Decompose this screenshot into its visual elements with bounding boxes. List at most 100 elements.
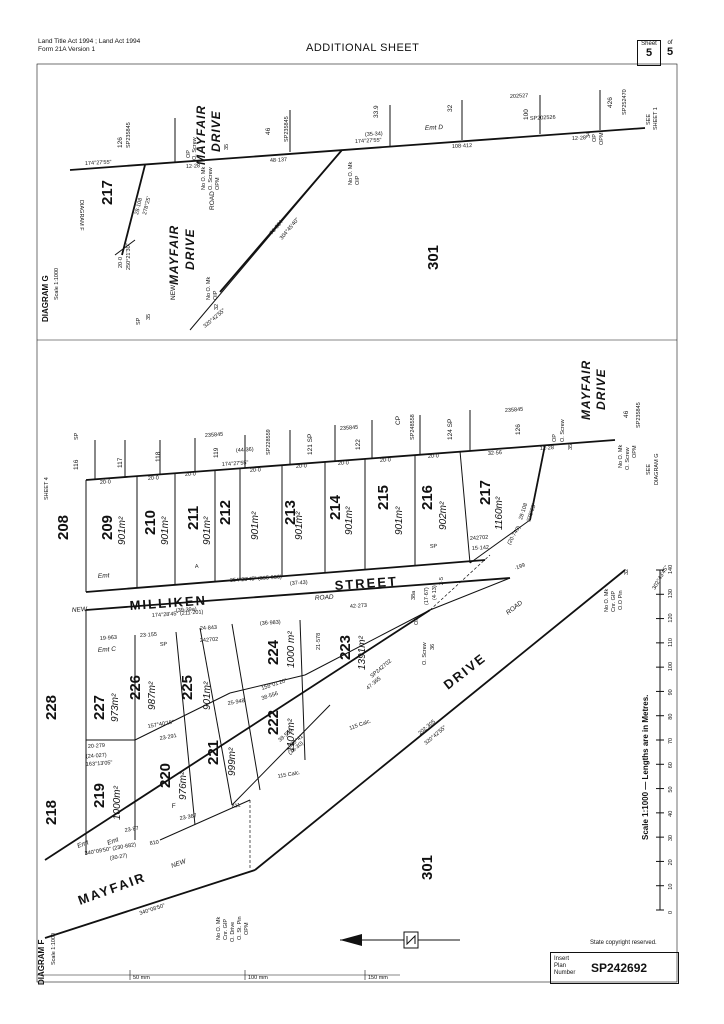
top-cp: CP	[395, 416, 402, 425]
g-label-200: 20·0	[118, 257, 124, 268]
f-label-cnrgip-b: Cnr. GIP	[611, 591, 617, 612]
lot-223: 223	[337, 635, 354, 660]
milliken-street-north	[85, 559, 486, 593]
rear-221-222	[231, 704, 331, 806]
scale-tick-label: 120	[668, 613, 674, 622]
insert-plan-number-box: Insert Plan Number SP242692	[550, 952, 679, 984]
f-label-emt: Emt	[98, 572, 111, 580]
f-label-24027: (24·027)	[86, 753, 107, 760]
scale-tick-label: 30	[668, 835, 674, 841]
top-117: 117	[117, 457, 124, 468]
top-126: 126	[515, 424, 522, 435]
mayfair-drive-line-2	[189, 149, 343, 331]
div-217-east	[459, 450, 471, 564]
diagram-g-scale: Scale 1:1000	[54, 268, 60, 300]
scale-title: Scale 1:1000 — Lengths are in Metres.	[641, 695, 650, 840]
lot-212-area: 901m²	[250, 511, 261, 540]
f-label-3939a: (39-39a)	[176, 607, 197, 614]
f-label-4436: (44-36)	[236, 447, 254, 454]
f-label-bearing-south: 174°28'45" (211·201)	[152, 609, 204, 619]
g-label-100: 100	[523, 109, 530, 120]
north-arrow-n	[406, 934, 416, 946]
g-label-oip-b: OIP	[213, 290, 219, 300]
lot-301-g: 301	[425, 245, 442, 270]
g-label-27825: 278°25'	[142, 196, 152, 215]
f-label-f: F	[171, 802, 177, 810]
g-label-sp202526: SP202526	[530, 115, 556, 122]
lot-226-area: 987m²	[147, 681, 158, 710]
g-label-op-b: OP	[592, 134, 598, 142]
north-arrow-head	[340, 934, 362, 946]
f-label-200b: 20·0	[148, 475, 159, 482]
lot-228: 228	[43, 695, 60, 720]
lot-208: 208	[55, 515, 72, 540]
lot-226: 226	[127, 675, 144, 700]
sheet-number-box: Sheet 5	[637, 40, 661, 66]
act-reference: Land Title Act 1994 ; Land Act 1994 Form…	[38, 38, 140, 54]
of-label: of	[667, 40, 673, 46]
f-label-36: 36	[430, 644, 436, 650]
f-label-op-b: OP	[414, 617, 420, 625]
top-235845-b: 235845	[340, 425, 359, 432]
f-label-199: ·199	[514, 562, 526, 571]
g-label-nomk-c: No O. Mk	[206, 277, 212, 300]
form-text: Form 21A Version 1	[38, 46, 96, 53]
f-label-35: 35	[568, 444, 574, 450]
road-road-2: ROAD	[505, 599, 524, 616]
road-new-1: NEW	[72, 606, 88, 614]
acts-text: Land Title Act 1994 ; Land Act 1994	[38, 38, 141, 45]
mayfair-drive-south	[44, 869, 256, 939]
g-label-opm: OPM	[599, 132, 605, 145]
top-sp228559: SP228559	[266, 429, 272, 455]
scale-tick-label: 80	[668, 714, 674, 720]
g-label-108412: 108·412	[452, 143, 472, 150]
scale-tick-label: 40	[668, 811, 674, 817]
f-label-bearing-front: 354°28'45" (395·936)	[230, 574, 282, 584]
lot-220: 220	[157, 763, 174, 788]
sheet-number: 5	[645, 47, 653, 59]
f-label-36983: (36·983)	[260, 620, 281, 627]
lot-219-area: 1000m²	[112, 785, 123, 820]
rear-227-226	[134, 692, 231, 741]
scale-tick-label: 0	[668, 911, 674, 914]
g-label-3534: (35-34)	[365, 131, 383, 138]
top-sp248558: SP248558	[410, 414, 416, 440]
f-label-nomk-b: No O. Mk	[604, 589, 610, 612]
top-122: 122	[355, 439, 362, 450]
f-label-oopin: O.O Pin	[618, 590, 624, 610]
page-frame	[36, 63, 678, 983]
f-label-emt-b: Emt	[76, 839, 90, 850]
scale-tick-label: 110	[668, 638, 674, 647]
f-label-413: (4·13)	[432, 585, 438, 600]
lot-215-area: 901m²	[394, 506, 405, 535]
lot-222: 222	[265, 710, 282, 735]
scale-tick-label: 70	[668, 738, 674, 744]
lot-217: 217	[477, 480, 494, 505]
f-label-3256: 32·56	[488, 450, 502, 457]
f-label-200a: 20·0	[100, 479, 111, 486]
top-235845-c: 235845	[505, 407, 524, 414]
f-label-242702: 242702	[470, 535, 489, 542]
f-label-200c: 20·0	[185, 471, 196, 478]
f-label-32: 32	[624, 569, 630, 575]
lot-211-area: 901m²	[202, 516, 213, 545]
lot-220-area: 976m²	[178, 771, 189, 800]
rear-223	[304, 609, 431, 676]
lot-221-area: 999m²	[227, 747, 238, 776]
g-label-bearing-b: 174°27'55"	[355, 138, 382, 145]
div-226-227	[175, 631, 196, 826]
f-label-115calc-b: 115 Calc.	[277, 770, 301, 780]
g-label-op: OP	[186, 150, 192, 158]
f-label-bearing-rear: 163°13'05"	[86, 760, 113, 768]
lot-210-area: 901m²	[160, 516, 171, 545]
sheet-label: Sheet	[641, 41, 657, 47]
f-label-3743: (37-43)	[290, 580, 308, 587]
lot-215: 215	[375, 485, 392, 510]
road-mayfair-top: MAYFAIR	[579, 360, 593, 420]
f-label-20279: 20·279	[88, 743, 106, 750]
f-label-1228: 12·28	[540, 445, 554, 452]
f-label-24843: 24·843	[200, 625, 218, 632]
scale-tick-label: 50	[668, 786, 674, 792]
